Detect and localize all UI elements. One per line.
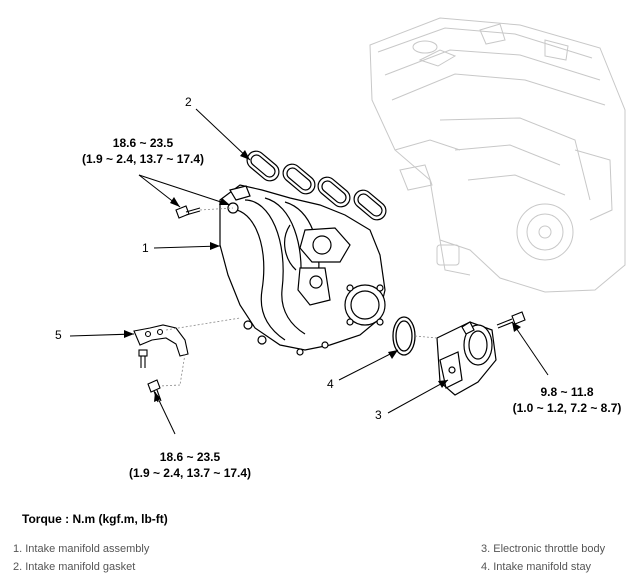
callout-4: 4 — [327, 377, 334, 391]
intake-manifold-gaskets — [246, 150, 387, 221]
callout-2: 2 — [185, 95, 192, 109]
torque-spec-manifold: 18.6 ~ 23.5 (1.9 ~ 2.4, 13.7 ~ 17.4) — [58, 135, 228, 167]
torque-spec-stay: 18.6 ~ 23.5 (1.9 ~ 2.4, 13.7 ~ 17.4) — [105, 449, 275, 481]
legend-item-2: 2. Intake manifold gasket — [13, 561, 136, 573]
leader-arrowheads — [124, 150, 521, 402]
intake-manifold-stay — [133, 324, 189, 357]
torque-spec-throttle: 9.8 ~ 11.8 (1.0 ~ 1.2, 7.2 ~ 8.7) — [497, 384, 637, 416]
torque-spec-throttle-alt: (1.0 ~ 1.2, 7.2 ~ 8.7) — [512, 401, 622, 415]
torque-unit-label: Torque : N.m (kgf.m, lb-ft) — [22, 512, 168, 526]
legend-item-4: 4. Intake manifold stay — [481, 561, 592, 573]
torque-spec-stay-nm: 18.6 ~ 23.5 — [159, 450, 221, 464]
callout-3: 3 — [375, 408, 382, 422]
torque-spec-manifold-nm: 18.6 ~ 23.5 — [112, 136, 174, 150]
stay-bolt-upper — [138, 349, 148, 368]
legend-item-1: 1. Intake manifold assembly — [13, 543, 150, 555]
throttle-o-ring — [392, 316, 416, 356]
callout-5: 5 — [55, 328, 62, 342]
callout-1: 1 — [142, 241, 149, 255]
engine-block — [369, 17, 626, 293]
assembly-guide-lines — [159, 207, 438, 387]
electronic-throttle-body — [436, 321, 497, 396]
torque-spec-manifold-alt: (1.9 ~ 2.4, 13.7 ~ 17.4) — [81, 152, 205, 166]
torque-spec-stay-alt: (1.9 ~ 2.4, 13.7 ~ 17.4) — [128, 466, 252, 480]
throttle-body-bolt — [496, 311, 526, 329]
manifold-bolt — [175, 205, 201, 219]
legend-item-3: 3. Electronic throttle body — [481, 543, 606, 555]
torque-spec-throttle-nm: 9.8 ~ 11.8 — [540, 385, 594, 399]
intake-manifold-assembly — [219, 184, 386, 356]
